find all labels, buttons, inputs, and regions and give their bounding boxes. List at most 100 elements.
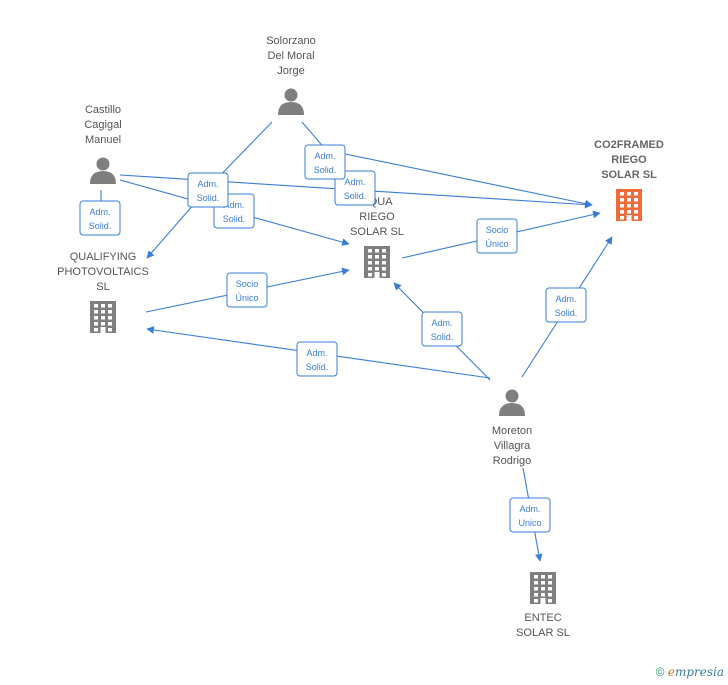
building-window	[541, 593, 545, 597]
edge-label-text: Adm.	[89, 207, 110, 217]
building-window	[382, 267, 386, 271]
edge-label-text: Adm.	[519, 504, 540, 514]
node-label-line: RIEGO	[611, 154, 647, 166]
edge-label-box	[421, 311, 463, 347]
building-door	[626, 215, 632, 221]
node-label-line: Del Moral	[267, 50, 314, 62]
building-window	[368, 249, 372, 253]
person-body	[499, 403, 525, 416]
building-window	[627, 192, 631, 196]
building-window	[94, 328, 98, 332]
building-window	[627, 210, 631, 214]
edge-label-text: Adm.	[197, 179, 218, 189]
node-label-line: QUALIFYING	[70, 251, 137, 263]
building-window	[108, 322, 112, 326]
person-head	[505, 389, 519, 403]
node-label-line: SOLAR SL	[350, 226, 404, 238]
edge-label-box	[304, 144, 346, 180]
building-window	[620, 204, 624, 208]
person-body	[90, 171, 116, 184]
building-door	[100, 327, 106, 333]
edge-label-text: Único	[485, 239, 508, 249]
brand-initial: e	[667, 665, 675, 679]
node-label-line: SOLAR SL	[516, 627, 570, 639]
building-window	[620, 210, 624, 214]
building-window	[101, 316, 105, 320]
building-window	[94, 322, 98, 326]
building-window	[368, 261, 372, 265]
edge-label-text: Adm.	[306, 348, 327, 358]
edge-label-castillo-co2[interactable]: Adm.Solid.	[334, 170, 376, 206]
building-window	[541, 587, 545, 591]
building-window	[368, 273, 372, 277]
edge-label-text: Solid.	[306, 362, 329, 372]
edge-label-box	[226, 272, 268, 308]
building-window	[382, 273, 386, 277]
node-label-line: Rodrigo	[493, 455, 532, 467]
building-window	[382, 249, 386, 253]
edge-label-box	[79, 200, 121, 236]
edge-label-text: Adm.	[223, 200, 244, 210]
node-label-line: Solorzano	[266, 35, 316, 47]
building-window	[94, 304, 98, 308]
node-label-line: SL	[96, 281, 109, 293]
building-window	[534, 587, 538, 591]
edge-label-solorzano-qual[interactable]: Adm. Solid.	[187, 172, 229, 208]
edge-label-castillo-qual[interactable]: Adm. Solid.	[79, 200, 121, 236]
edge-label-moreton-aqua[interactable]: Adm.Solid.	[421, 311, 463, 347]
building-icon	[364, 246, 390, 278]
building-window	[375, 255, 379, 259]
person-body	[278, 102, 304, 115]
node-label-line: Cagigal	[84, 119, 121, 131]
building-window	[620, 192, 624, 196]
building-window	[375, 261, 379, 265]
node-label-line: Manuel	[85, 134, 121, 146]
building-window	[382, 255, 386, 259]
node-label-line: SOLAR SL	[601, 169, 657, 181]
building-window	[94, 316, 98, 320]
building-window	[534, 575, 538, 579]
edge-label-text: Solid.	[89, 221, 112, 231]
building-window	[375, 249, 379, 253]
building-window	[548, 575, 552, 579]
person-icon	[90, 157, 116, 184]
building-door	[374, 272, 380, 278]
person-icon	[278, 88, 304, 115]
node-label-line: RIEGO	[359, 211, 395, 223]
building-window	[101, 304, 105, 308]
building-window	[548, 593, 552, 597]
edge-label-moreton-entec[interactable]: Adm.Unico	[509, 497, 551, 533]
edge-label-text: Solid.	[223, 214, 246, 224]
building-window	[368, 267, 372, 271]
edge-label-text: Solid.	[314, 165, 337, 175]
node-label-line: Castillo	[85, 104, 121, 116]
building-window	[94, 310, 98, 314]
empresia-watermark: © empresia	[656, 665, 724, 679]
edge-label-text: Solid.	[555, 308, 578, 318]
building-window	[534, 593, 538, 597]
building-window	[541, 581, 545, 585]
building-window	[375, 267, 379, 271]
building-window	[534, 599, 538, 603]
building-window	[627, 198, 631, 202]
edge-label-moreton-qual[interactable]: Adm. Solid.	[296, 341, 338, 377]
building-window	[620, 198, 624, 202]
edge-label-text: Socio	[486, 225, 509, 235]
building-window	[634, 192, 638, 196]
edge-label-box	[187, 172, 229, 208]
edge-label-moreton-co2[interactable]: Adm.Solid.	[545, 287, 587, 323]
building-window	[108, 304, 112, 308]
person-head	[284, 88, 298, 102]
edge-label-text: Solid.	[197, 193, 220, 203]
edge-label-solorzano-co2[interactable]: Adm.Solid.	[304, 144, 346, 180]
